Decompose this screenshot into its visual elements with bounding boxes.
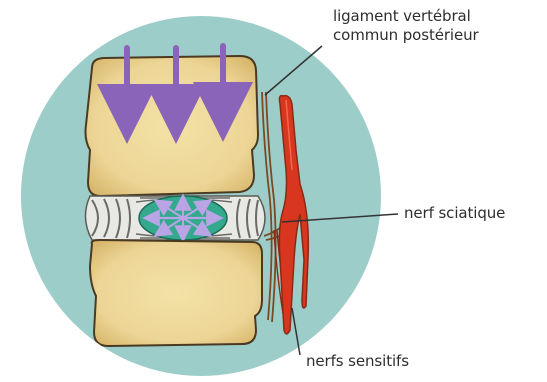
label-nerfs-sensitifs: nerfs sensitifs — [306, 352, 409, 371]
label-nerf-sciatique: nerf sciatique — [404, 204, 505, 223]
upper-vertebra — [86, 56, 259, 196]
label-ligament: ligament vertébral commun postérieur — [333, 7, 479, 45]
label-ligament-line2: commun postérieur — [333, 26, 479, 45]
lower-vertebra — [90, 240, 262, 346]
label-ligament-line1: ligament vertébral — [333, 7, 479, 26]
